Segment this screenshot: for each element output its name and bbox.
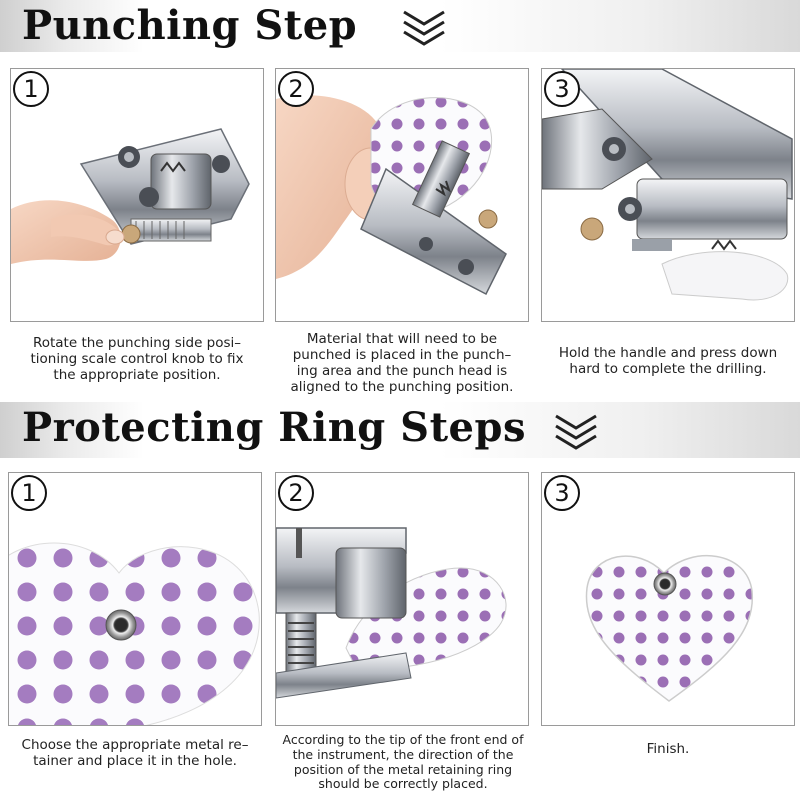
- ring-step-3-panel: 3: [541, 472, 795, 726]
- pliers-setting-ring-photo: [276, 473, 528, 725]
- step-number: 3: [544, 71, 580, 107]
- step-number: 1: [13, 71, 49, 107]
- triple-chevron-down-icon: [555, 414, 597, 450]
- ring-step-2-panel: 2: [275, 472, 529, 726]
- ring-step-1-caption: Choose the appropriate metal re– tainer …: [21, 737, 249, 769]
- section-title-protecting-ring: Protecting Ring Steps: [22, 404, 526, 451]
- punching-step-banner: [0, 0, 800, 52]
- press-handle-punch-photo: [542, 69, 794, 321]
- punch-step-2-caption: Material that will need to be punched is…: [290, 331, 514, 395]
- punch-step-1-panel: 1: [10, 68, 264, 322]
- finished-heart-tag-photo: [542, 473, 794, 725]
- punch-step-3-panel: 3: [541, 68, 795, 322]
- section-title-punching: Punching Step: [22, 2, 358, 49]
- material-placed-in-punch-photo: [276, 69, 528, 321]
- step-number: 2: [278, 71, 314, 107]
- step-number: 3: [544, 475, 580, 511]
- ring-step-2-caption: According to the tip of the front end of…: [282, 732, 524, 792]
- step-number: 2: [278, 475, 314, 511]
- triple-chevron-down-icon: [403, 10, 445, 46]
- punch-step-1-caption: Rotate the punching side posi– tioning s…: [30, 335, 244, 383]
- ring-step-3-caption: Finish.: [646, 741, 690, 757]
- ring-step-1-panel: 1: [8, 472, 262, 726]
- heart-with-eyelet-closeup-photo: [9, 473, 261, 725]
- hand-adjusting-punch-photo: [11, 69, 263, 321]
- punch-step-2-panel: 2: [275, 68, 529, 322]
- step-number: 1: [11, 475, 47, 511]
- protecting-ring-banner: [0, 402, 800, 458]
- punch-step-3-caption: Hold the handle and press down hard to c…: [558, 345, 778, 377]
